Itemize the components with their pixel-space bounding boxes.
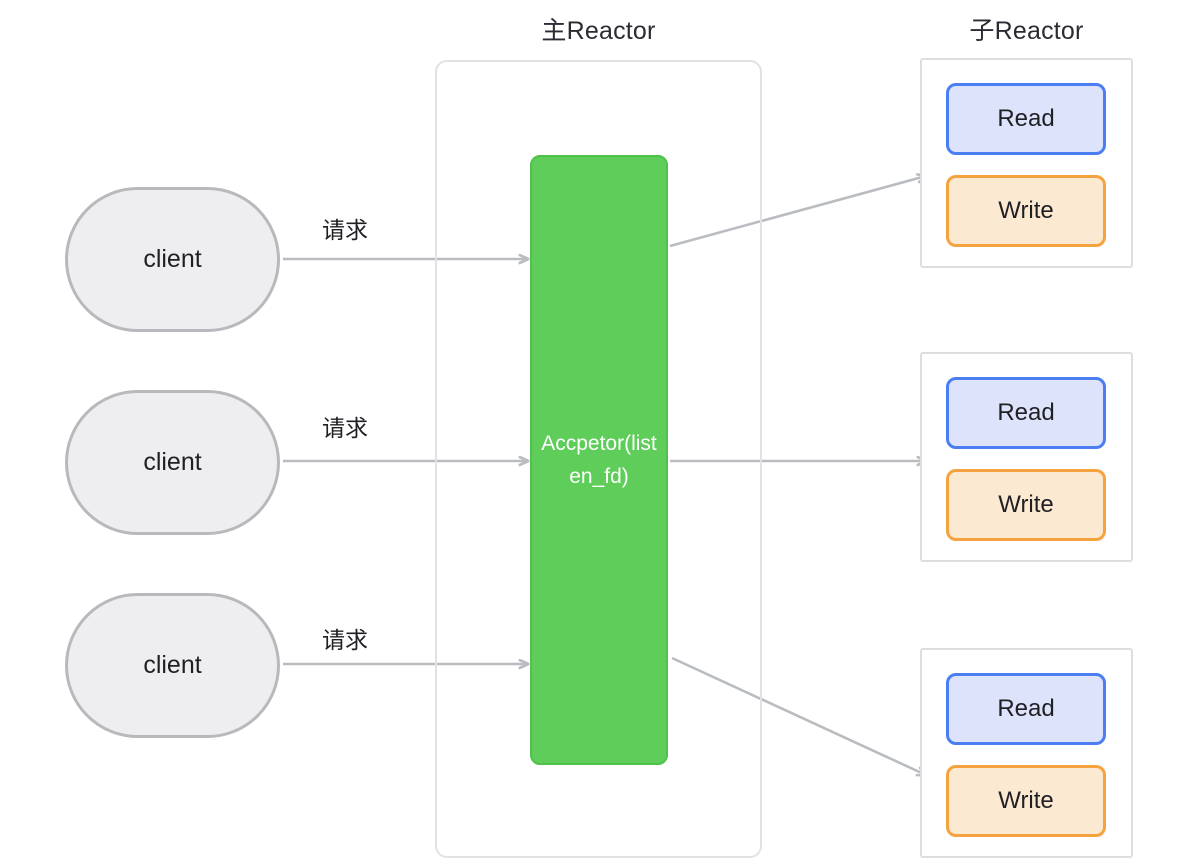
client-node-1[interactable]: client: [65, 187, 280, 332]
edge-label-request-1: 请求: [322, 217, 368, 243]
sub-reactor-title: 子Reactor: [969, 17, 1084, 45]
write-node[interactable]: Write: [946, 469, 1106, 541]
write-label: Write: [998, 197, 1054, 224]
client-label: client: [143, 651, 202, 679]
write-label: Write: [998, 787, 1054, 814]
edge-label-request-2: 请求: [322, 415, 368, 441]
main-reactor-title: 主Reactor: [541, 17, 656, 45]
sub-reactor-group-1: Read Write: [920, 58, 1133, 268]
read-node[interactable]: Read: [946, 673, 1106, 745]
client-label: client: [143, 448, 202, 476]
main-reactor-container: [435, 60, 762, 858]
read-node[interactable]: Read: [946, 83, 1106, 155]
sub-reactor-group-2: Read Write: [920, 352, 1133, 562]
client-node-3[interactable]: client: [65, 593, 280, 738]
sub-reactor-group-3: Read Write: [920, 648, 1133, 858]
read-label: Read: [997, 695, 1055, 722]
read-label: Read: [997, 399, 1055, 426]
write-label: Write: [998, 491, 1054, 518]
write-node[interactable]: Write: [946, 175, 1106, 247]
client-label: client: [143, 245, 202, 273]
edge-label-request-3: 请求: [322, 627, 368, 653]
read-node[interactable]: Read: [946, 377, 1106, 449]
acceptor-label: Accpetor(listen_fd): [541, 432, 657, 488]
acceptor-node[interactable]: Accpetor(listen_fd): [530, 155, 668, 765]
client-node-2[interactable]: client: [65, 390, 280, 535]
write-node[interactable]: Write: [946, 765, 1106, 837]
read-label: Read: [997, 105, 1055, 132]
